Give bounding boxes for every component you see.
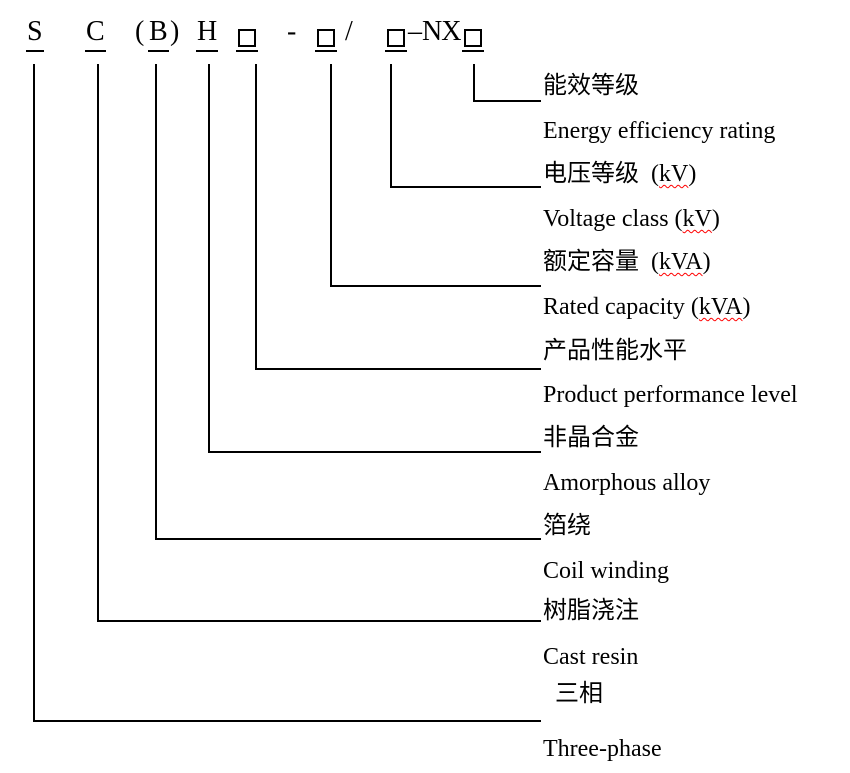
label-text: Cast resin [543, 644, 639, 670]
label-text: 三相 [543, 681, 603, 707]
label-en-row-4: Product performance level [543, 378, 798, 412]
spellcheck-underlined-text: kVA [698, 294, 743, 320]
placeholder-square-icon [238, 29, 256, 47]
code-paren-close: ) [170, 16, 180, 47]
spellcheck-underlined-text: kV [682, 206, 712, 232]
code-letter-S: S [26, 14, 44, 52]
label-zh-row-3: 额定容量 (kVA) [543, 245, 711, 279]
code-hyphen: - [287, 16, 297, 47]
code-placeholder-box-2 [315, 14, 337, 52]
code-letters-NX: NX [422, 16, 461, 47]
label-text: Three-phase [543, 736, 662, 762]
connector-elbow-5 [208, 64, 541, 453]
connector-elbow-8 [33, 64, 541, 722]
label-text: Product performance level [543, 382, 798, 408]
label-en-row-7: Cast resin [543, 640, 638, 674]
label-zh-row-6: 箔绕 [543, 509, 591, 543]
code-paren-open: ( [135, 16, 145, 47]
label-text: 树脂浇注 [543, 598, 639, 624]
label-en-row-8: Three-phase [543, 732, 662, 766]
code-endash: – [408, 16, 422, 47]
code-placeholder-box-4 [462, 14, 484, 52]
label-text: 电压等级 ( [543, 161, 659, 187]
label-text: 箔绕 [543, 513, 591, 539]
label-text: Energy efficiency rating [543, 118, 776, 144]
label-en-row-6: Coil winding [543, 554, 669, 588]
code-slash: / [345, 16, 353, 47]
placeholder-square-icon [317, 29, 335, 47]
code-letter-C: C [85, 14, 106, 52]
label-zh-row-4: 产品性能水平 [543, 334, 687, 368]
label-en-row-5: Amorphous alloy [543, 466, 710, 500]
label-en-row-2: Voltage class (kV) [543, 202, 720, 236]
label-text: ) [688, 161, 697, 187]
label-zh-row-7: 树脂浇注 [543, 594, 639, 628]
spellcheck-underlined-text: kVA [659, 249, 703, 275]
label-zh-row-1: 能效等级 [543, 69, 639, 103]
label-text: Coil winding [543, 558, 670, 584]
label-en-row-1: Energy efficiency rating [543, 114, 775, 148]
label-zh-row-5: 非晶合金 [543, 421, 639, 455]
connector-elbow-3 [330, 64, 541, 287]
placeholder-square-icon [464, 29, 482, 47]
spellcheck-underlined-text: kV [659, 161, 689, 187]
label-text: 能效等级 [543, 73, 639, 99]
label-zh-row-2: 电压等级 (kV) [543, 157, 696, 191]
label-text: 产品性能水平 [543, 338, 687, 364]
label-text: Amorphous alloy [543, 470, 711, 496]
label-en-row-3: Rated capacity (kVA) [543, 290, 751, 324]
code-letter-B: B [148, 14, 169, 52]
label-text: ) [742, 294, 751, 320]
label-text: 额定容量 ( [543, 249, 659, 275]
label-zh-row-8: 三相 [543, 677, 603, 711]
connector-elbow-2 [390, 64, 541, 188]
connector-elbow-7 [97, 64, 541, 622]
code-placeholder-box-1 [236, 14, 258, 52]
connector-elbow-1 [473, 64, 541, 102]
connector-elbow-4 [255, 64, 541, 370]
code-placeholder-box-3 [385, 14, 407, 52]
label-text: ) [711, 206, 720, 232]
label-text: Voltage class ( [543, 206, 683, 232]
placeholder-square-icon [387, 29, 405, 47]
label-text: 非晶合金 [543, 425, 639, 451]
code-letter-H: H [196, 14, 219, 52]
connector-elbow-6 [155, 64, 541, 540]
label-text: Rated capacity ( [543, 294, 699, 320]
label-text: ) [702, 249, 711, 275]
